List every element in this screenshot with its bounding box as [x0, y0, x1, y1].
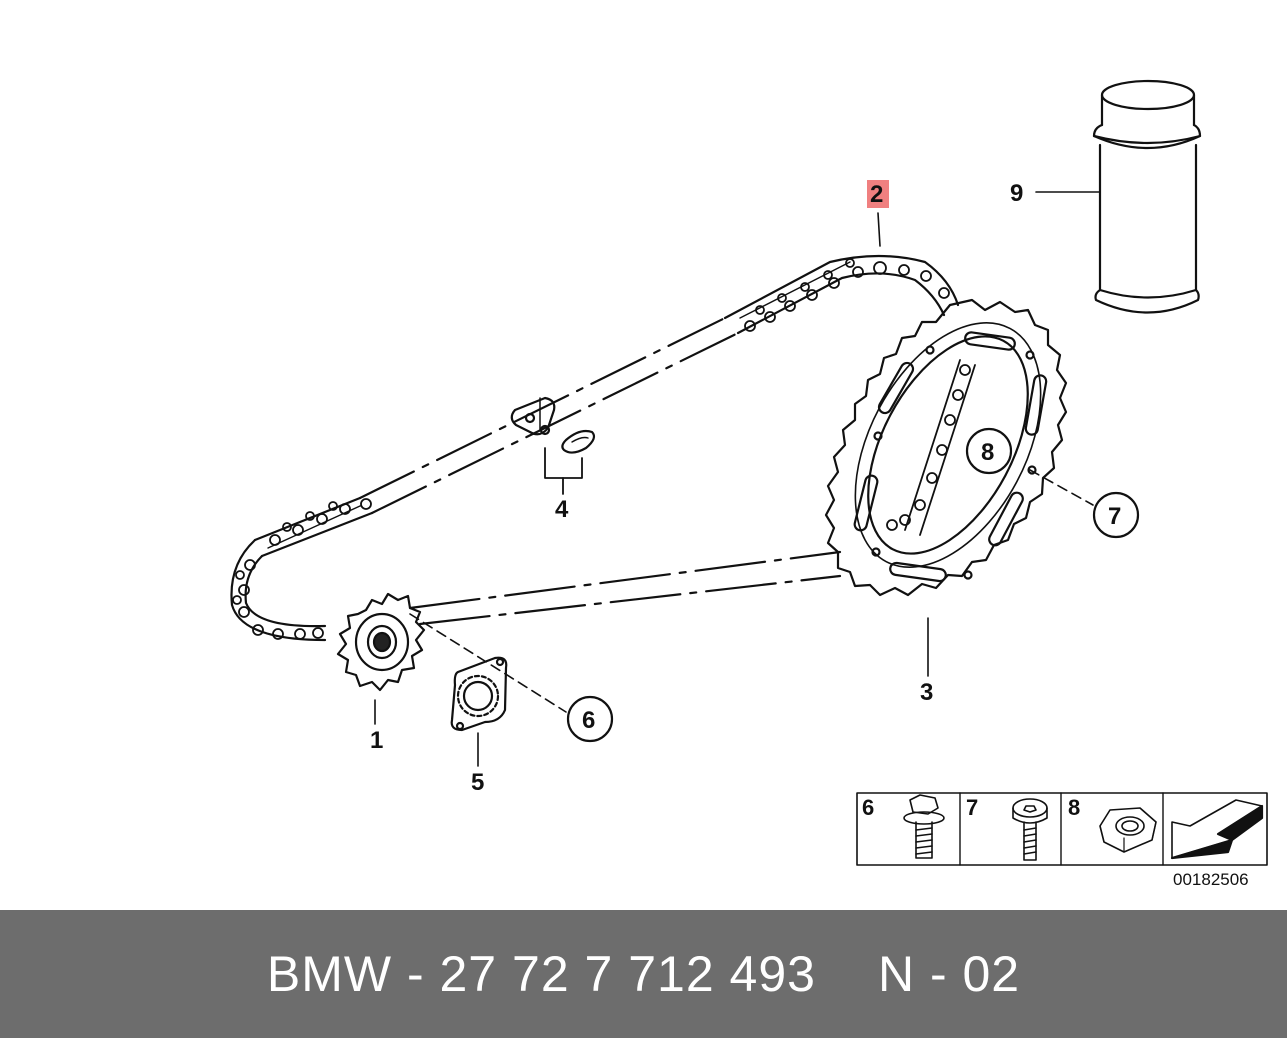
callout-7: 7	[1108, 503, 1121, 530]
hex-flange-bolt-icon	[903, 794, 945, 859]
drive-chain	[230, 254, 960, 642]
callout-2-highlight	[867, 180, 889, 208]
callout-2: 2	[870, 181, 883, 208]
connecting-link	[510, 396, 596, 495]
front-sprocket	[336, 592, 426, 692]
hardware-legend	[856, 792, 1268, 866]
arrow-icon	[1170, 799, 1264, 860]
legend-num-8: 8	[1068, 795, 1080, 820]
callout-1: 1	[370, 727, 383, 754]
footer-bar: BMW - 27 72 7 712 493 N - 02	[0, 910, 1287, 1038]
callout-8: 8	[981, 439, 994, 466]
hex-nut-icon	[1099, 807, 1157, 853]
footer-code: N - 02	[877, 946, 1021, 1002]
parts-diagram: 1 2 3 4 5 6 7 8 9 6 7 8 00182506	[230, 79, 1268, 889]
footer-part-number: BMW - 27 72 7 712 493	[266, 946, 816, 1002]
lock-plate	[450, 656, 508, 732]
callout-6: 6	[582, 707, 595, 734]
rear-sprocket	[824, 298, 1068, 597]
doc-number: 00182506	[1173, 870, 1249, 889]
socket-head-bolt-icon	[1012, 798, 1048, 861]
callout-4: 4	[555, 496, 569, 523]
legend-num-6: 6	[862, 795, 874, 820]
chain-spray-can	[1092, 79, 1202, 314]
callout-5: 5	[471, 769, 484, 796]
callout-9: 9	[1010, 180, 1023, 207]
legend-num-7: 7	[966, 795, 978, 820]
callout-3: 3	[920, 679, 933, 706]
